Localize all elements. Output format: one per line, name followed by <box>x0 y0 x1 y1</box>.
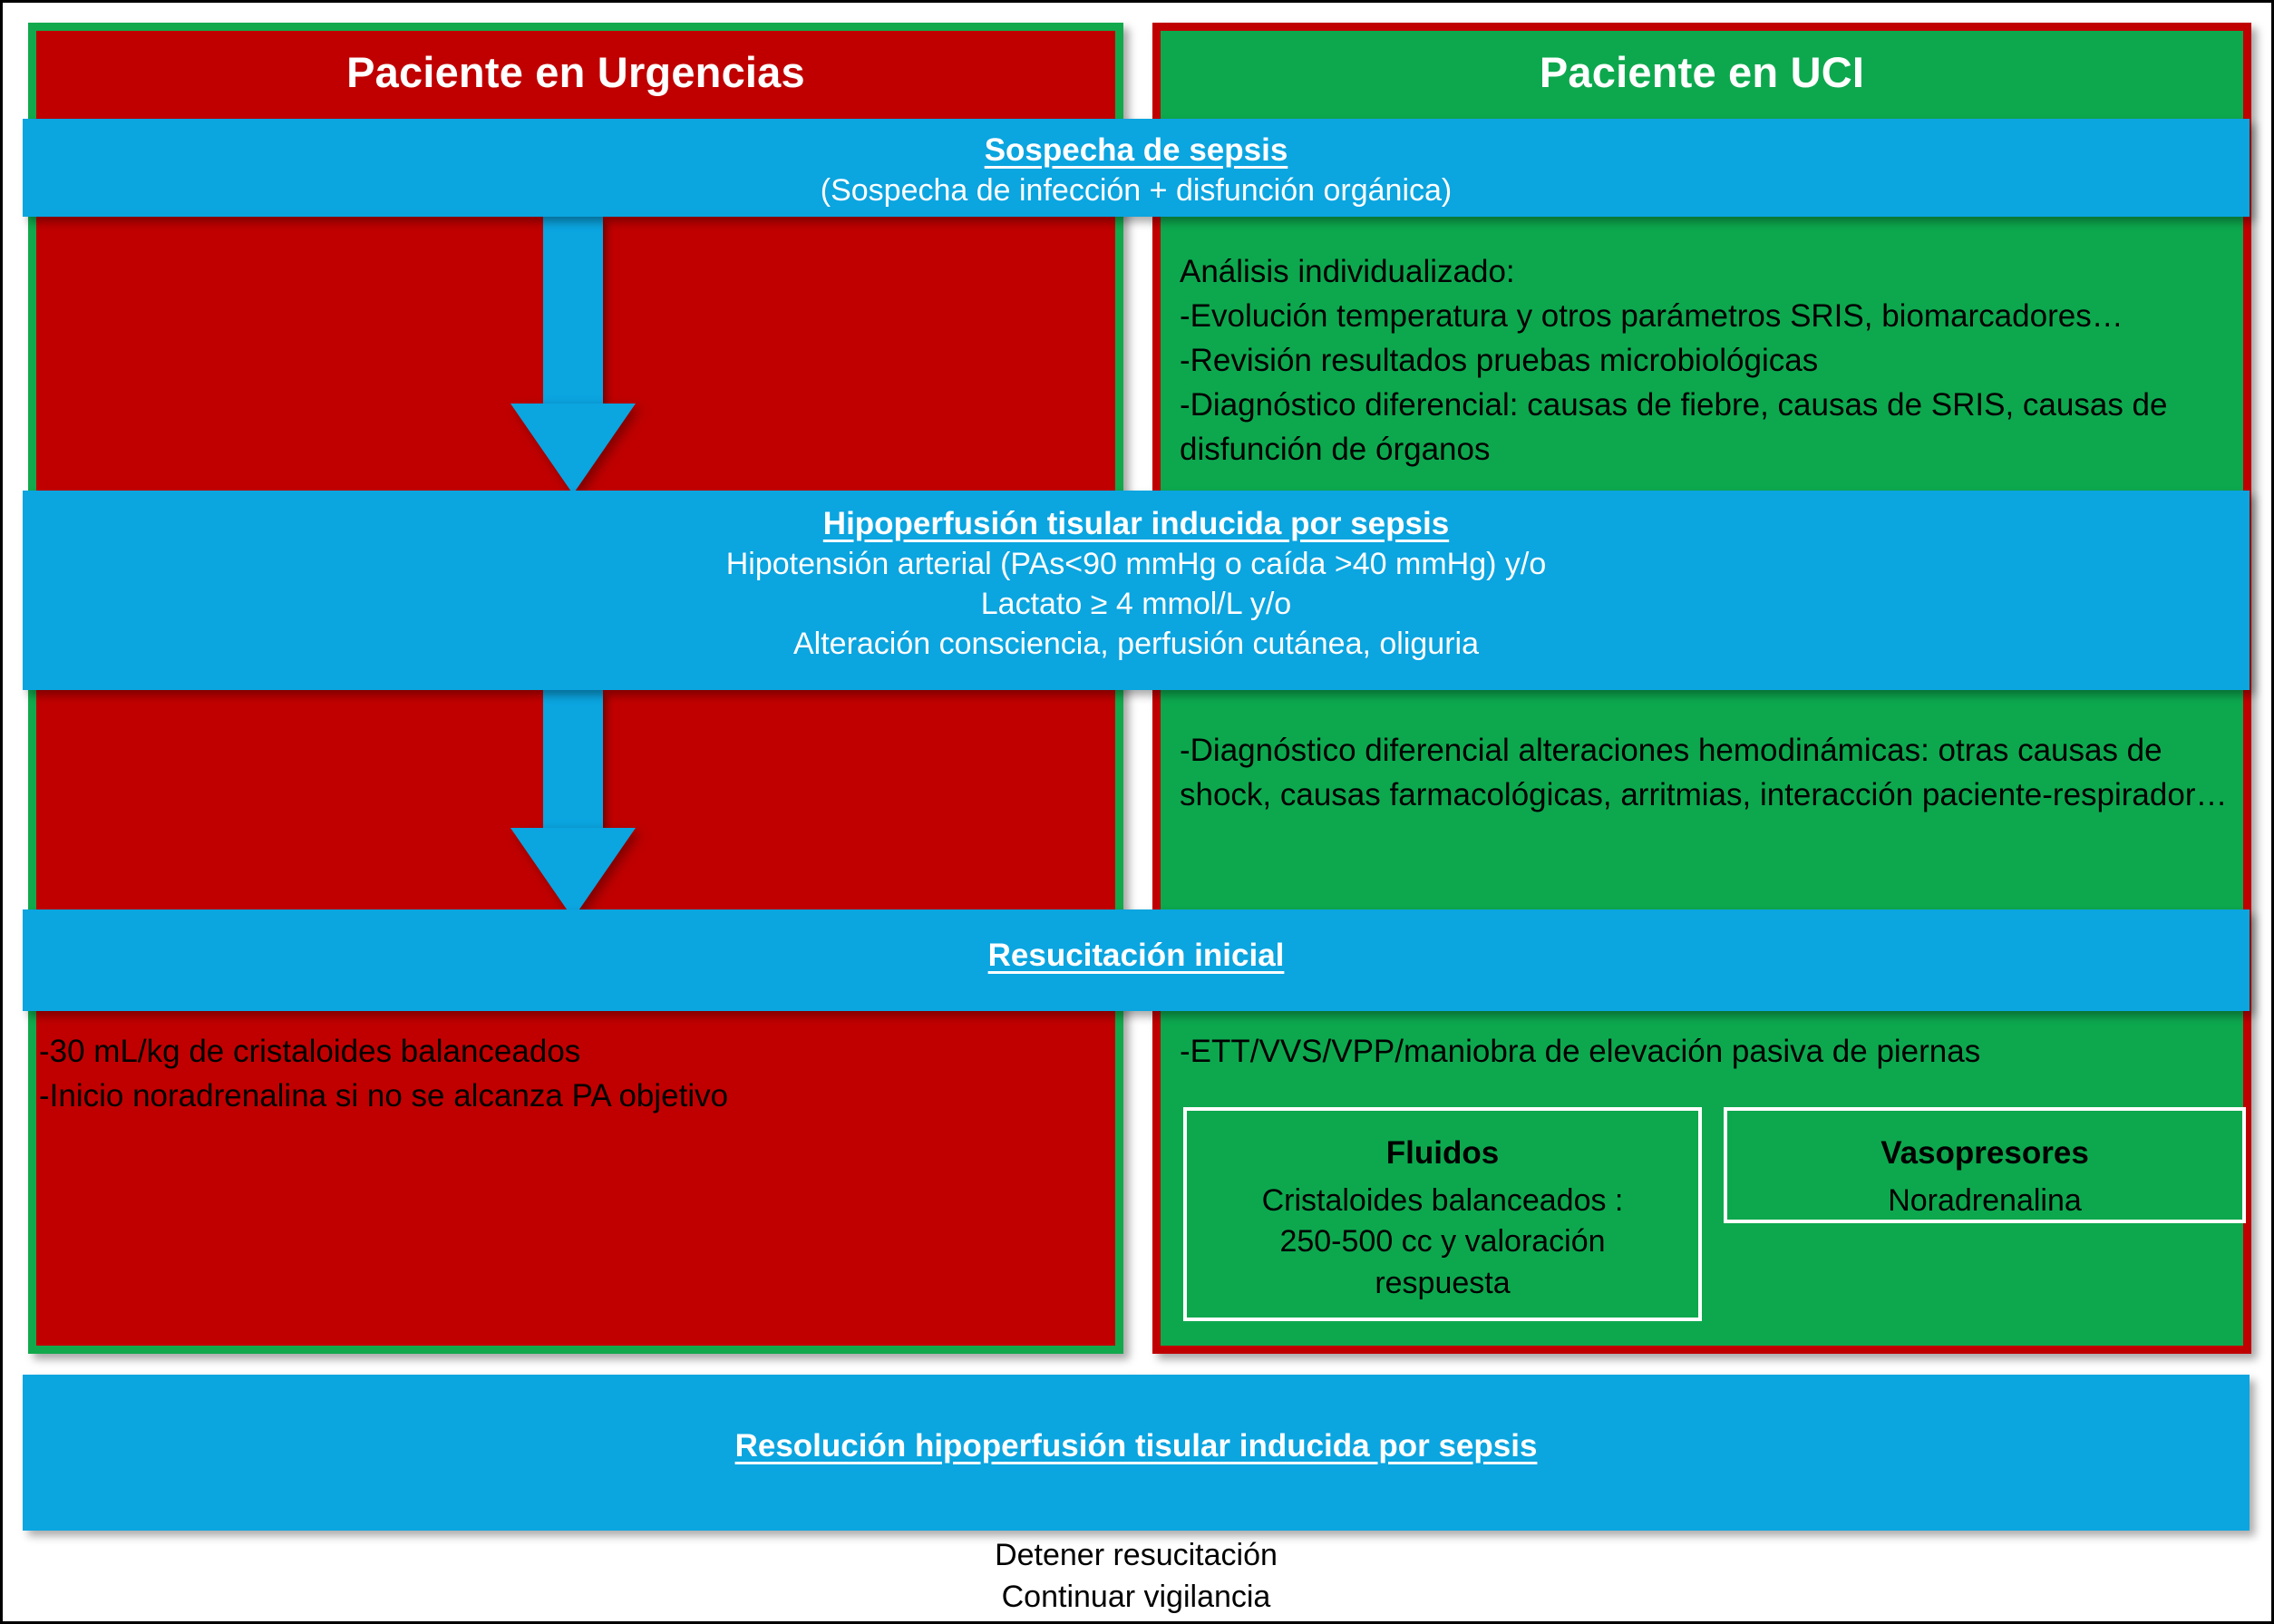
band-sospecha-sepsis: Sospecha de sepsis (Sospecha de infecció… <box>23 119 2250 217</box>
band-hipoperfusion-tisular: Hipoperfusión tisular inducida por sepsi… <box>23 491 2250 690</box>
arrow-shaft <box>543 690 603 828</box>
subbox-fluidos-line3: respuesta <box>1375 1265 1511 1300</box>
uci-hemodinamica-block: -Diagnóstico diferencial alteraciones he… <box>1180 728 2231 817</box>
band-resolucion-hipoperfusion: Resolución hipoperfusión tisular inducid… <box>23 1375 2250 1531</box>
column-title-urgencias: Paciente en Urgencias <box>346 48 805 96</box>
footer-block: Detener resucitación Continuar vigilanci… <box>23 1535 2250 1618</box>
subbox-vasopresores: Vasopresores Noradrenalina <box>1724 1107 2246 1223</box>
band-resucitacion-title: Resucitación inicial <box>987 938 1285 973</box>
urgencias-resucitacion-block: -30 mL/kg de cristaloides balanceados -I… <box>39 1029 1091 1118</box>
uci-analisis-item2: -Revisión resultados pruebas microbiológ… <box>1180 343 1819 378</box>
subbox-fluidos-title: Fluidos <box>1385 1135 1500 1171</box>
uci-analisis-item1: -Evolución temperatura y otros parámetro… <box>1180 298 2123 334</box>
arrow-head <box>510 404 636 494</box>
arrow-head <box>510 828 636 919</box>
band-hipoperfusion-line1: Hipotensión arterial (PAs<90 mmHg o caíd… <box>725 546 1547 581</box>
urgencias-resucitacion-item1: -30 mL/kg de cristaloides balanceados <box>39 1034 581 1069</box>
band-sospecha-sepsis-line1: (Sospecha de infección + disfunción orgá… <box>820 172 1453 208</box>
arrow-shaft <box>543 217 603 404</box>
urgencias-resucitacion-item2: -Inicio noradrenalina si no se alcanza P… <box>39 1078 729 1113</box>
column-title-uci: Paciente en UCI <box>1539 48 1865 96</box>
uci-analisis-heading: Análisis individualizado: <box>1180 254 1515 289</box>
subbox-fluidos-line2: 250-500 cc y valoración <box>1279 1224 1606 1259</box>
subbox-vasopresores-line1: Noradrenalina <box>1888 1182 2082 1218</box>
footer-line1: Detener resucitación <box>995 1538 1278 1572</box>
footer-line2: Continuar vigilancia <box>1001 1579 1271 1614</box>
uci-hemodinamica-item1: -Diagnóstico diferencial alteraciones he… <box>1180 733 2228 812</box>
down-arrow-icon-1 <box>510 217 636 494</box>
subbox-fluidos: Fluidos Cristaloides balanceados : 250-5… <box>1183 1107 1702 1321</box>
subbox-vasopresores-title: Vasopresores <box>1880 1135 2089 1171</box>
uci-resucitacion-item1: -ETT/VVS/VPP/maniobra de elevación pasiv… <box>1180 1034 1981 1069</box>
uci-resucitacion-block: -ETT/VVS/VPP/maniobra de elevación pasiv… <box>1180 1029 2231 1074</box>
uci-analisis-block: Análisis individualizado: -Evolución tem… <box>1180 249 2231 472</box>
band-resucitacion-inicial: Resucitación inicial <box>23 909 2250 1011</box>
uci-analisis-item3: -Diagnóstico diferencial: causas de fieb… <box>1180 387 2168 467</box>
band-hipoperfusion-line2: Lactato ≥ 4 mmol/L y/o <box>980 586 1292 621</box>
band-hipoperfusion-line3: Alteración consciencia, perfusión cutáne… <box>792 627 1479 662</box>
subbox-fluidos-line1: Cristaloides balanceados : <box>1261 1182 1624 1218</box>
band-hipoperfusion-title: Hipoperfusión tisular inducida por sepsi… <box>822 506 1450 541</box>
band-resolucion-title: Resolución hipoperfusión tisular inducid… <box>734 1428 1538 1464</box>
down-arrow-icon-2 <box>510 690 636 919</box>
band-sospecha-sepsis-title: Sospecha de sepsis <box>984 132 1288 168</box>
